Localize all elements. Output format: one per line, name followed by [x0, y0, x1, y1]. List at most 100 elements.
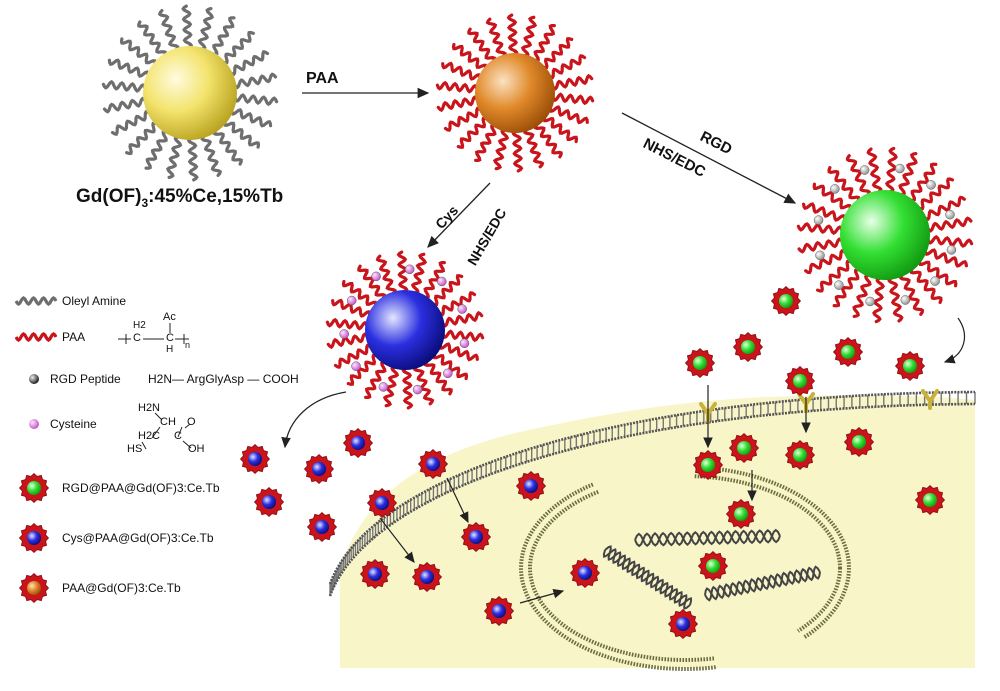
- ligand-chain: [852, 273, 872, 318]
- cys-formula-h2c: H2C: [138, 430, 161, 442]
- ligand-bead: [404, 264, 415, 275]
- rgd-small-particle: [914, 484, 946, 516]
- small-core: [779, 294, 793, 308]
- ligand-chain: [437, 291, 477, 317]
- legend-cys-np-label: Cys@PAA@Gd(OF)3:Ce.Tb: [62, 531, 214, 545]
- ligand-bead: [378, 382, 389, 392]
- small-core: [262, 495, 276, 509]
- ligand-chain: [223, 119, 261, 149]
- ligand-chain: [346, 353, 379, 386]
- ligand-chain: [325, 317, 369, 331]
- ligand-bead: [339, 329, 349, 339]
- paa-formula-bonds: [118, 323, 189, 344]
- ligand-bead: [371, 271, 381, 282]
- small-core: [737, 441, 751, 455]
- ligand-chain: [102, 96, 148, 114]
- uptake-arrow: [446, 477, 469, 524]
- rgd-small-particle: [732, 331, 764, 363]
- ligand-chain: [816, 259, 854, 293]
- ligand-bead: [830, 184, 840, 194]
- legend-paa-np-label: PAA@Gd(OF)3:Ce.Tb: [62, 581, 181, 595]
- ligand-chain: [375, 254, 397, 296]
- ligand-bead: [926, 180, 936, 190]
- rgd-small-particle: [770, 285, 802, 317]
- dna-strands: [602, 528, 821, 610]
- ligand-chain: [506, 13, 519, 57]
- ligand-chain: [186, 136, 199, 182]
- ligand-chain: [326, 332, 370, 350]
- cys-formula-c: C: [174, 430, 182, 442]
- membrane-outer: [328, 390, 975, 585]
- cys-small-particle: [342, 427, 374, 459]
- ligand-chain: [511, 129, 524, 173]
- ligand-chain: [441, 61, 482, 81]
- ligand-chain: [797, 237, 845, 254]
- ligand-chain: [144, 130, 169, 170]
- particle-core: [365, 290, 445, 370]
- ligand-chain: [181, 4, 194, 50]
- dna-helix: [704, 565, 821, 602]
- cys-small-particle: [303, 453, 335, 485]
- ligand-chain: [197, 7, 215, 51]
- ligand-chain: [812, 182, 852, 212]
- ligand-chain: [228, 49, 270, 76]
- ligand-chain: [918, 258, 958, 288]
- cys-small-particle: [667, 608, 699, 640]
- small-core: [693, 356, 707, 370]
- ligand-bead: [346, 295, 357, 306]
- ligand-chain: [456, 116, 489, 149]
- rgd-arrow: [621, 112, 797, 204]
- particle-core: [840, 190, 930, 280]
- rgd-small-particle: [697, 550, 729, 582]
- cys-small-particle: [515, 470, 547, 502]
- ligand-chain: [550, 73, 594, 91]
- ligand-chain: [872, 276, 886, 324]
- ligand-chain: [221, 30, 255, 65]
- ligand-chain: [436, 95, 480, 113]
- cytoplasm: [340, 395, 975, 668]
- ligand-chain: [804, 249, 848, 275]
- ligand-bead: [412, 384, 423, 395]
- cys-small-particle: [569, 557, 601, 589]
- small-core: [741, 340, 755, 354]
- cys-formula-oh: OH: [188, 443, 205, 455]
- ligand-chain: [333, 343, 373, 369]
- small-core: [351, 436, 365, 450]
- ligand-chain: [827, 166, 861, 204]
- ligand-bead: [351, 361, 361, 371]
- small-core: [375, 496, 389, 510]
- small-core: [426, 457, 440, 471]
- ligand-chain: [551, 92, 595, 106]
- ligand-bead: [815, 250, 825, 261]
- ligand-chain: [541, 37, 574, 70]
- paa-formula-h: H: [166, 344, 174, 355]
- cys-small-particle: [359, 558, 391, 590]
- paa-formula-c2: C: [166, 332, 174, 344]
- cys-formula-o: O: [187, 416, 196, 428]
- uptake-arrow: [519, 588, 565, 604]
- cys-small-particle: [253, 486, 285, 518]
- rgd-small-particle: [894, 350, 926, 382]
- small-core: [315, 520, 329, 534]
- legend-graphics: [14, 296, 192, 604]
- rgd-small-particle: [784, 365, 816, 397]
- ligand-chain: [916, 177, 954, 211]
- small-core: [923, 493, 937, 507]
- ligand-chain: [424, 359, 453, 396]
- ligand-chain: [899, 272, 925, 316]
- ligand-chain: [137, 20, 167, 58]
- legend-paa-np: [18, 572, 50, 604]
- cell-membrane: [328, 390, 976, 597]
- cys-formula-ch: CH: [160, 416, 176, 428]
- ligand-chain: [213, 128, 243, 166]
- receptor: [921, 389, 939, 410]
- cys-small-particle: [483, 595, 515, 627]
- paa-formula-c1: C: [133, 332, 141, 344]
- small-core: [793, 374, 807, 388]
- oleyl-coated-core: [101, 4, 279, 182]
- small-core: [368, 567, 382, 581]
- particle-core: [143, 46, 237, 140]
- cys-small-particle: [460, 521, 492, 553]
- ligand-chain: [422, 261, 446, 299]
